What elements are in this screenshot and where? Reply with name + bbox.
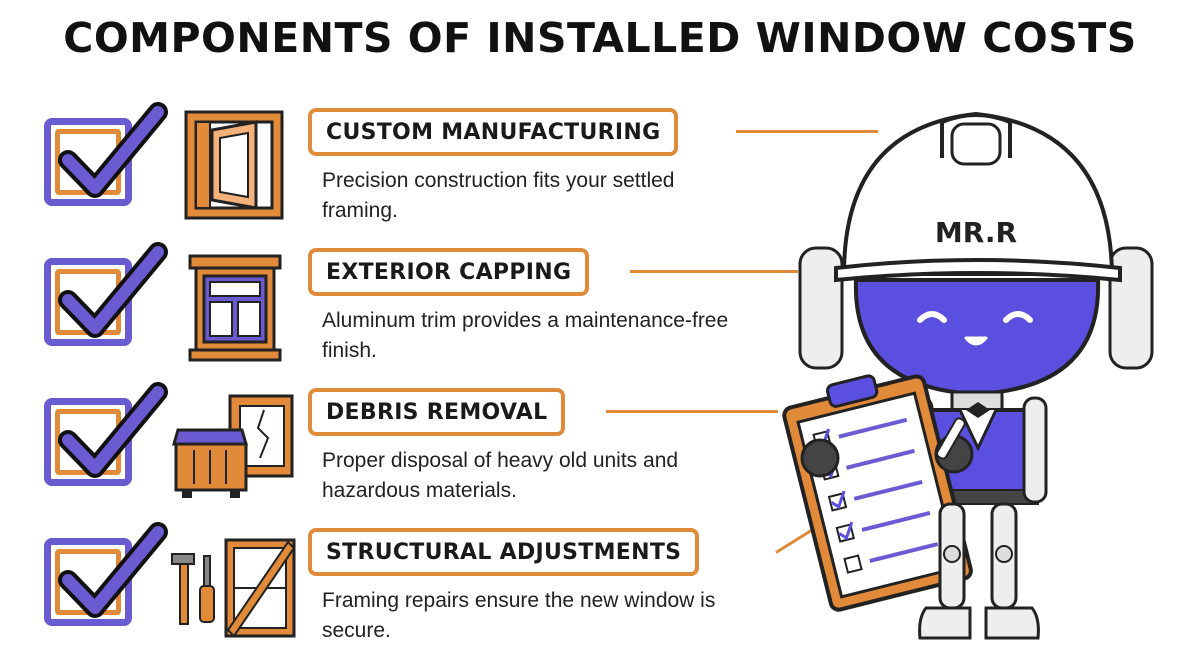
tools-icon — [171, 538, 296, 638]
checkmark-icon — [58, 102, 168, 198]
list-item-custom-manufacturing: CUSTOM MANUFACTURING Precision construct… — [0, 102, 800, 248]
checkmark-icon — [58, 382, 168, 478]
connector-line — [630, 270, 798, 273]
item-label: CUSTOM MANUFACTURING — [326, 119, 661, 145]
robot-mascot: MR.R — [782, 111, 1154, 640]
label-box: STRUCTURAL ADJUSTMENTS — [308, 528, 700, 576]
label-box: DEBRIS REMOVAL — [308, 388, 566, 436]
item-description: Aluminum trim provides a maintenance-fre… — [322, 309, 729, 362]
item-description: Framing repairs ensure the new window is… — [322, 589, 716, 642]
list-item-structural-adjustments: STRUCTURAL ADJUSTMENTS Framing repairs e… — [0, 522, 800, 668]
connector-line — [606, 410, 778, 413]
dumpster-icon — [172, 394, 294, 498]
page-title: COMPONENTS OF INSTALLED WINDOW COSTS — [63, 14, 1137, 62]
item-description: Precision construction fits your settled… — [322, 169, 675, 222]
label-box: EXTERIOR CAPPING — [308, 248, 590, 296]
checkmark-icon — [58, 242, 168, 338]
window-frame-icon — [184, 110, 284, 220]
checkmark-icon — [58, 522, 168, 618]
connector-line — [736, 130, 878, 133]
label-box: CUSTOM MANUFACTURING — [308, 108, 679, 156]
list-item-exterior-capping: EXTERIOR CAPPING Aluminum trim provides … — [0, 242, 800, 388]
list-item-debris-removal: DEBRIS REMOVAL Proper disposal of heavy … — [0, 382, 800, 528]
item-label: DEBRIS REMOVAL — [326, 399, 548, 425]
window-trim-icon — [188, 254, 282, 362]
helmet-logo: MR.R — [935, 216, 1017, 249]
item-description: Proper disposal of heavy old units and h… — [322, 449, 679, 502]
item-label: EXTERIOR CAPPING — [326, 259, 572, 285]
item-label: STRUCTURAL ADJUSTMENTS — [326, 539, 682, 565]
